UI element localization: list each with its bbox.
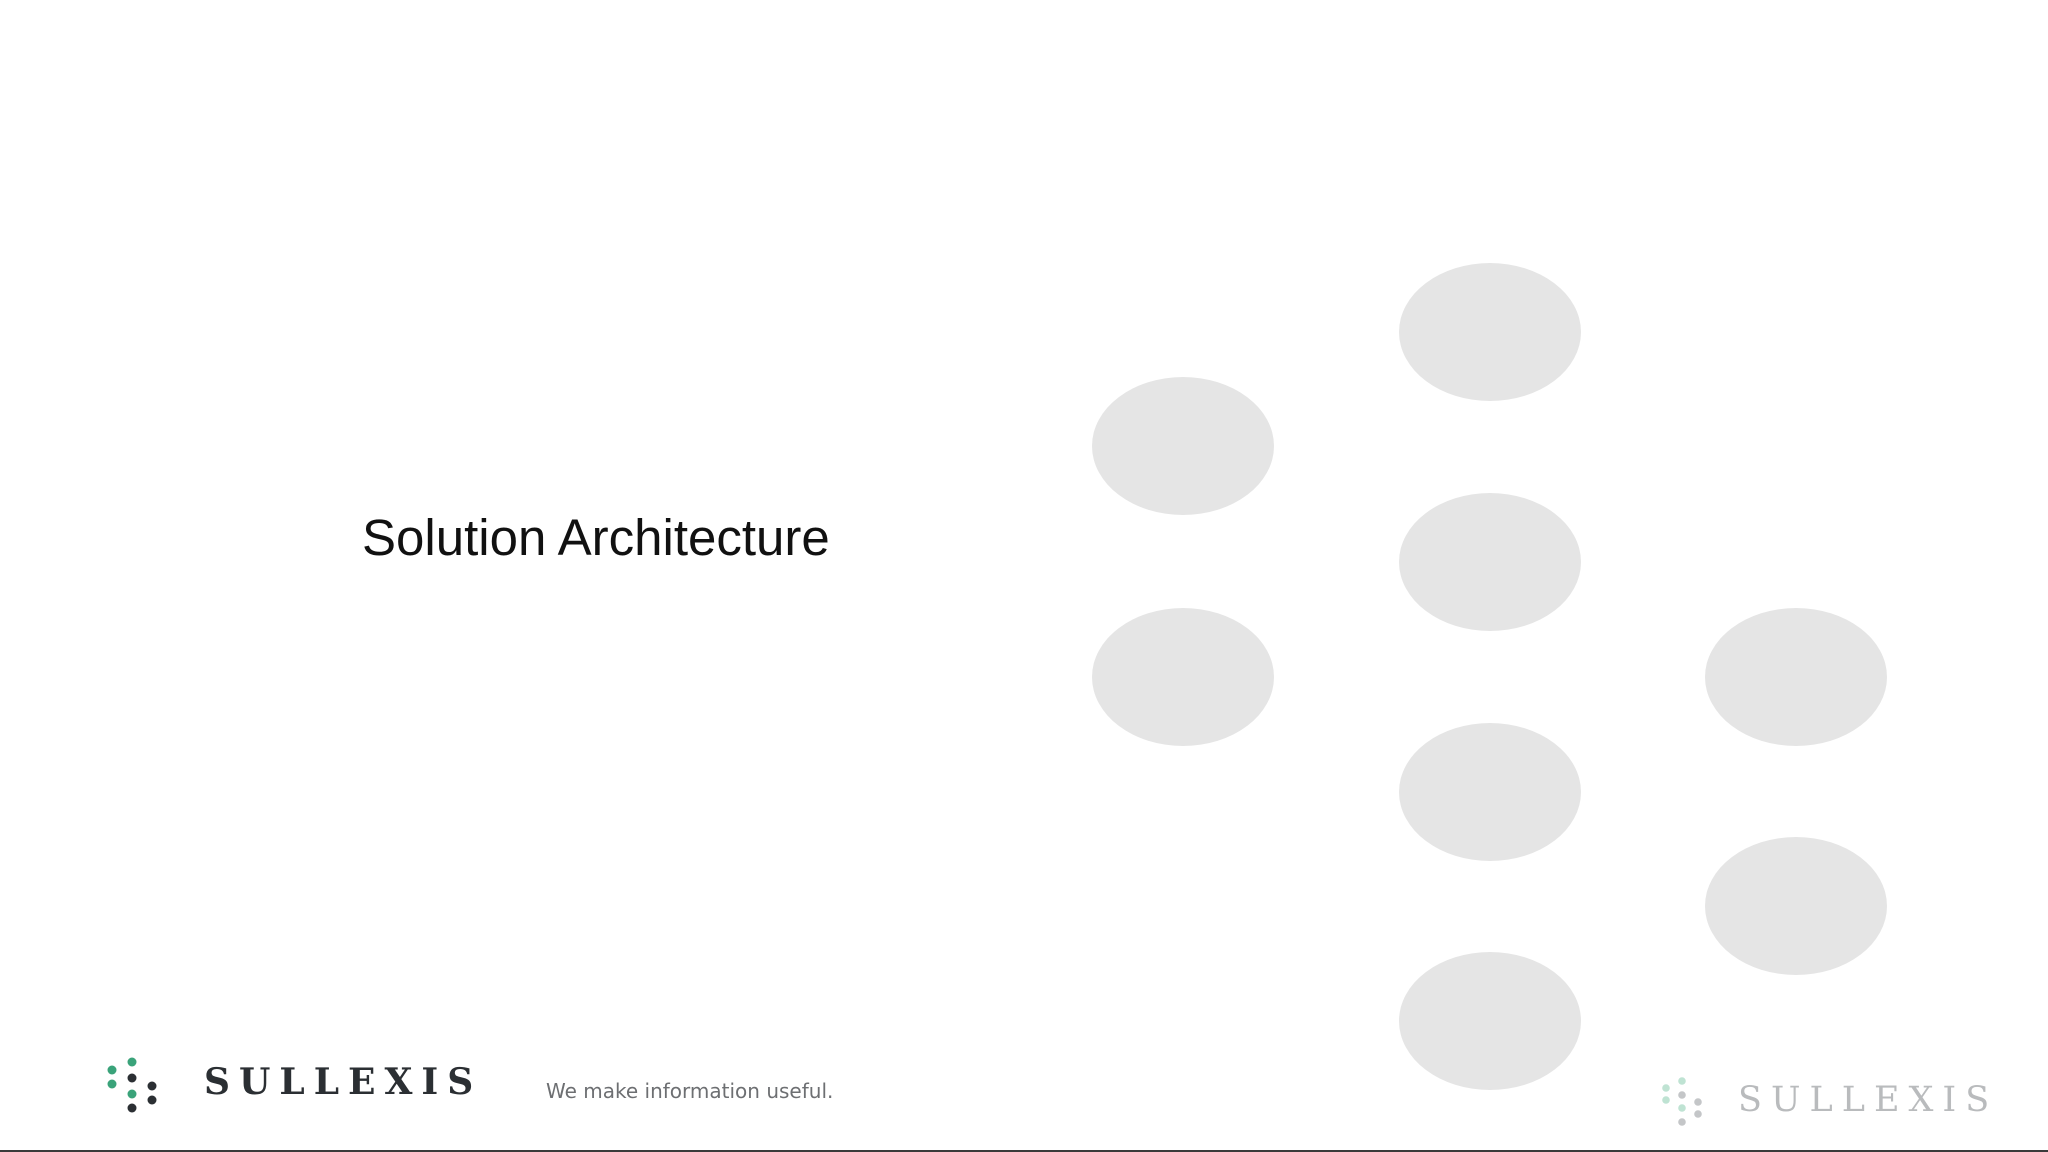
circle	[1399, 723, 1581, 861]
circle	[1092, 377, 1274, 515]
circle	[1705, 608, 1887, 746]
circle	[1399, 952, 1581, 1090]
brand-name-watermark: SULLEXIS	[1738, 1080, 1999, 1120]
slide-title: Solution Architecture	[362, 509, 830, 566]
sullexis-dot-logo-watermark-icon	[1662, 1077, 1702, 1126]
circle	[1399, 493, 1581, 631]
circle	[1399, 263, 1581, 401]
circle	[1705, 837, 1887, 975]
bottom-divider	[0, 1150, 2048, 1152]
brand-name: SULLEXIS	[204, 1061, 483, 1103]
brand-tagline: We make information useful.	[546, 1079, 834, 1103]
circle	[1092, 608, 1274, 746]
sullexis-dot-logo-icon	[107, 1057, 157, 1113]
